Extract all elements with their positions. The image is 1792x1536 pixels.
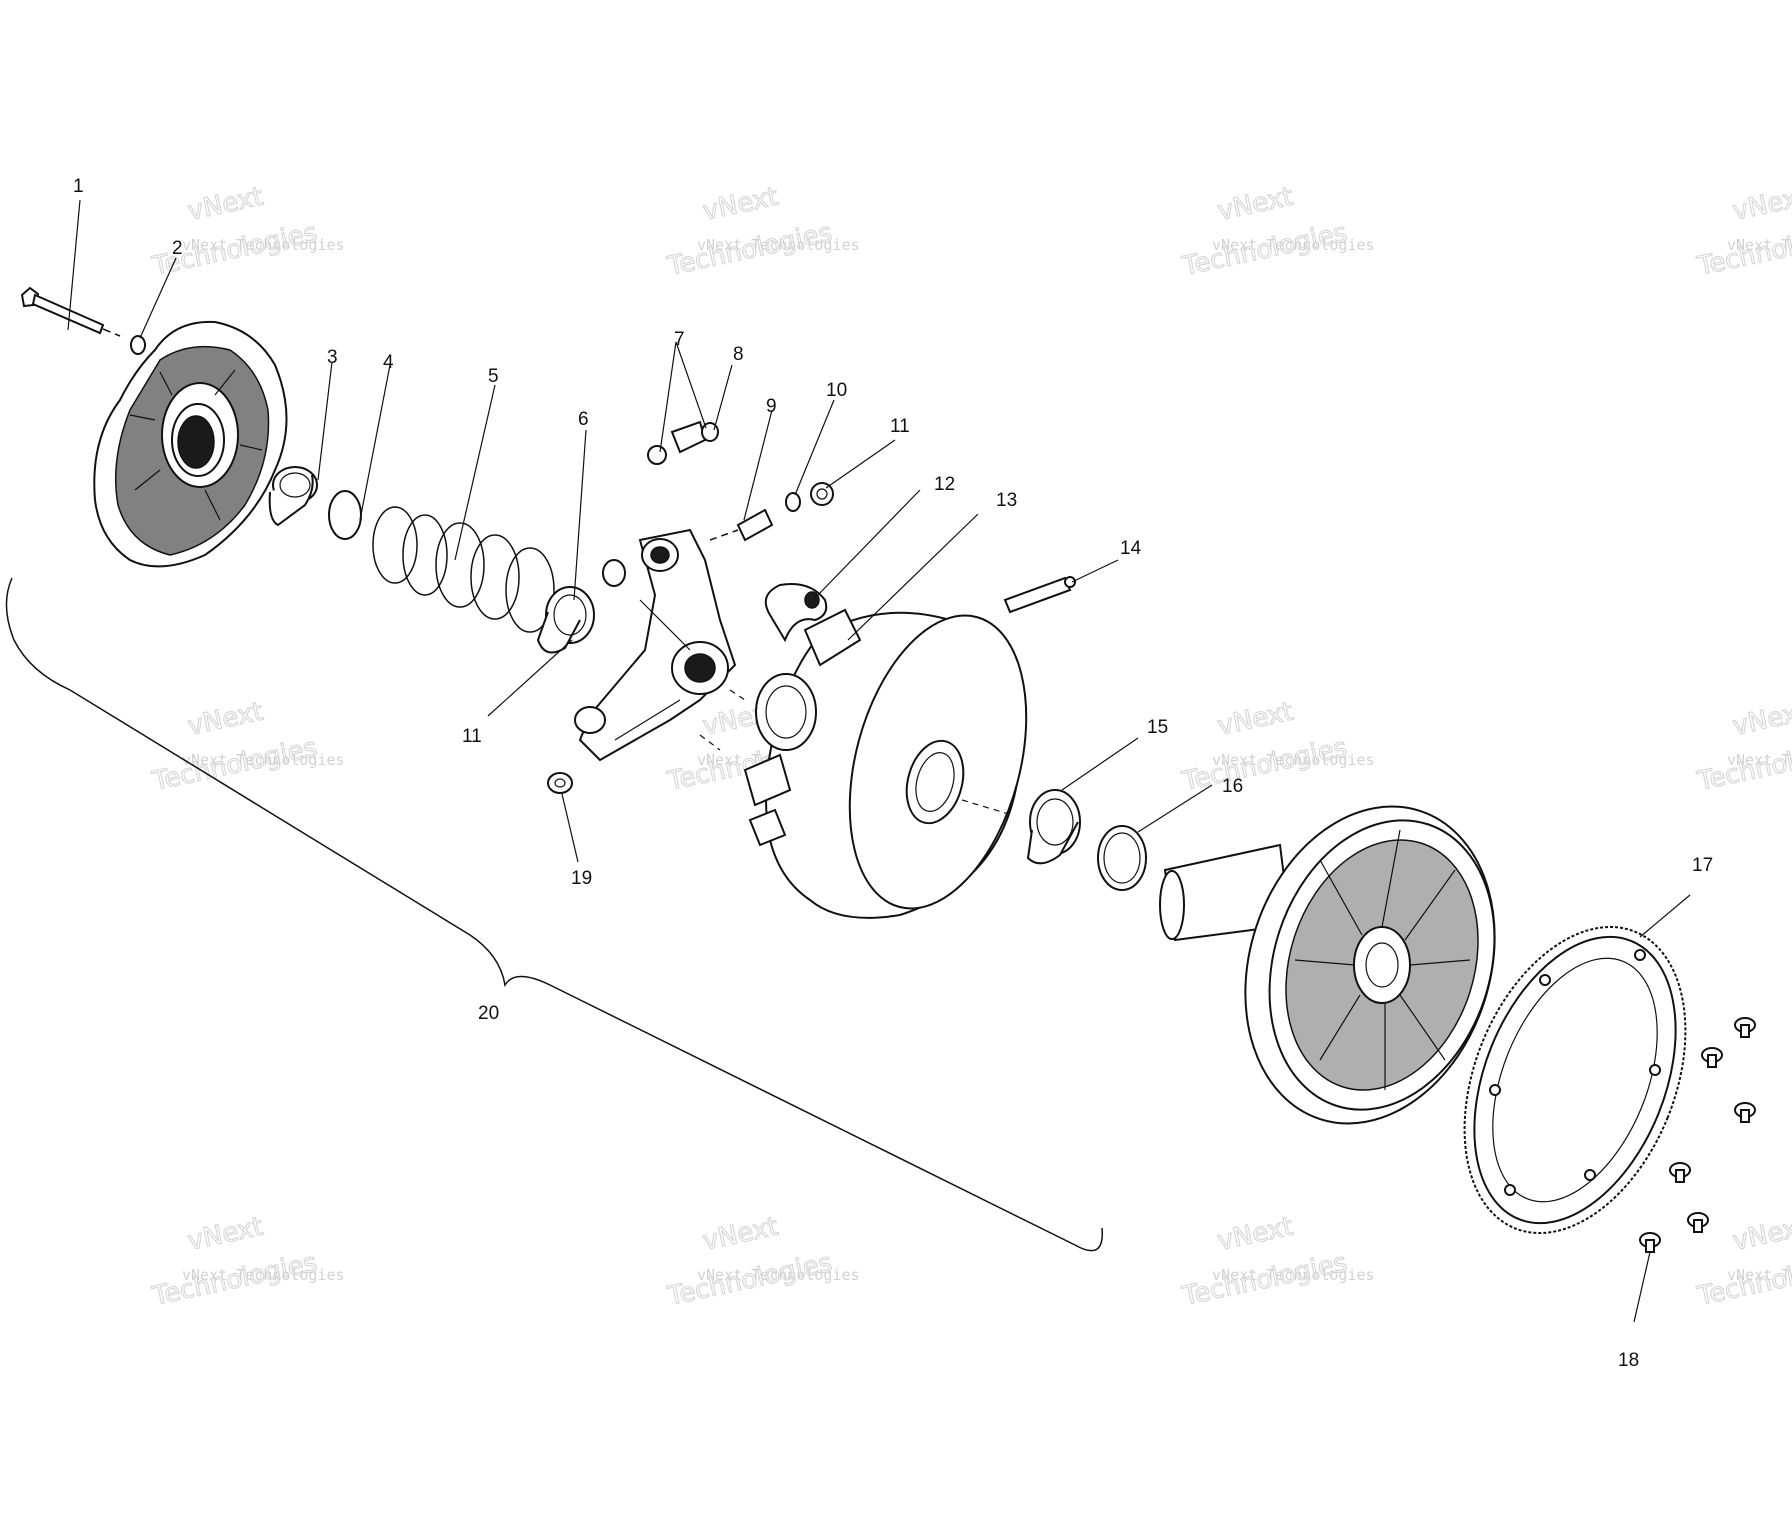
- watermark: vNext vNext Technologies Technologies: [1179, 181, 1375, 282]
- svg-text:Technologies: Technologies: [1694, 218, 1792, 282]
- part-14-pin: [1003, 576, 1076, 614]
- watermark: vNext vNext Technologies Technologies: [1694, 181, 1792, 282]
- part-1-bolt: [20, 286, 121, 337]
- callout-20: 20: [478, 1003, 499, 1024]
- part-cover-housing: [93, 320, 288, 568]
- svg-text:Technologies: Technologies: [1694, 1248, 1792, 1312]
- svg-text:vNext Technologies: vNext Technologies: [1727, 1266, 1792, 1284]
- callout-9: 9: [766, 396, 777, 417]
- watermark: vNext vNext Technologies Technologies: [149, 696, 345, 797]
- callout-12: 12: [934, 474, 955, 495]
- svg-text:vNext: vNext: [700, 182, 781, 227]
- watermark: vNext vNext Technologies Technologies: [664, 181, 860, 282]
- svg-text:Technologies: Technologies: [149, 1248, 320, 1312]
- callout-7: 7: [674, 329, 685, 350]
- watermark: vNext vNext Technologies Technologies: [149, 1211, 345, 1312]
- part-5-spring: [372, 506, 555, 633]
- svg-text:vNext: vNext: [1730, 182, 1792, 227]
- svg-text:vNext: vNext: [1215, 1212, 1296, 1257]
- assembly-brace: [5, 577, 1103, 1252]
- part-fixed-sheave: [1159, 805, 1496, 1125]
- svg-text:vNext: vNext: [1215, 697, 1296, 742]
- svg-text:vNext Technologies: vNext Technologies: [1212, 751, 1375, 769]
- watermark: vNext vNext Technologies Technologies: [1694, 1211, 1792, 1312]
- svg-text:vNext: vNext: [1730, 1212, 1792, 1257]
- part-12-roller-arm: [764, 583, 828, 643]
- leader-lines: [67, 199, 1691, 1323]
- svg-text:vNext Technologies: vNext Technologies: [1212, 1266, 1375, 1284]
- part-15-bushing: [1026, 789, 1081, 865]
- callout-8: 8: [733, 344, 744, 365]
- svg-text:vNext: vNext: [1730, 697, 1792, 742]
- watermark: vNext vNext Technologies Technologies: [1694, 696, 1792, 797]
- callout-18: 18: [1618, 1350, 1639, 1371]
- watermark: vNext vNext Technologies Technologies: [1179, 696, 1375, 797]
- svg-text:Technologies: Technologies: [1179, 733, 1350, 797]
- callout-11-upper: 11: [890, 416, 910, 437]
- part-13-moveable-sheave: [743, 608, 1028, 919]
- svg-text:vNext Technologies: vNext Technologies: [1212, 236, 1375, 254]
- callout-13: 13: [996, 490, 1017, 511]
- callout-15: 15: [1147, 717, 1168, 738]
- svg-text:vNext: vNext: [185, 697, 266, 742]
- svg-text:vNext: vNext: [700, 1212, 781, 1257]
- callout-6: 6: [578, 409, 589, 430]
- callout-1: 1: [73, 176, 84, 197]
- svg-text:Technologies: Technologies: [149, 733, 320, 797]
- svg-text:vNext Technologies: vNext Technologies: [1727, 751, 1792, 769]
- part-16-ring: [1097, 825, 1147, 891]
- svg-text:vNext: vNext: [1215, 182, 1296, 227]
- part-spider: [574, 528, 737, 762]
- svg-text:Technologies: Technologies: [664, 218, 835, 282]
- callout-3: 3: [327, 347, 338, 368]
- callout-19: 19: [571, 868, 592, 889]
- watermark: vNext vNext Technologies Technologies: [149, 181, 345, 282]
- center-lines: [699, 689, 1013, 816]
- svg-text:Technologies: Technologies: [1694, 733, 1792, 797]
- callout-5: 5: [488, 366, 499, 387]
- svg-text:Technologies: Technologies: [1179, 1248, 1350, 1312]
- svg-text:vNext Technologies: vNext Technologies: [182, 1266, 345, 1284]
- part-9-pin: [709, 508, 774, 542]
- svg-text:vNext Technologies: vNext Technologies: [182, 751, 345, 769]
- part-11-cup: [536, 586, 595, 654]
- part-6-button: [602, 559, 626, 587]
- callout-14: 14: [1120, 538, 1142, 559]
- part-18-bolts: [1639, 1017, 1756, 1253]
- part-19-nut: [547, 772, 573, 794]
- svg-text:vNext: vNext: [185, 1212, 266, 1257]
- svg-text:vNext Technologies: vNext Technologies: [1727, 236, 1792, 254]
- part-10-washer: [785, 492, 801, 512]
- watermark: vNext vNext Technologies Technologies: [664, 1211, 860, 1312]
- svg-text:vNext Technologies: vNext Technologies: [697, 1266, 860, 1284]
- part-7-8-pins: [647, 420, 719, 465]
- callout-10: 10: [826, 380, 847, 401]
- part-11-bushing: [810, 482, 834, 506]
- callout-labels: 1 2 3 4 5 6 7 8 9 10 11 11 12 13 14 15 1…: [73, 176, 1713, 1371]
- svg-text:Technologies: Technologies: [664, 1248, 835, 1312]
- part-17-ring-gear: [1463, 925, 1687, 1235]
- svg-text:Technologies: Technologies: [1179, 218, 1350, 282]
- watermark: vNext vNext Technologies Technologies: [1179, 1211, 1375, 1312]
- part-2-washer: [130, 335, 146, 355]
- callout-4: 4: [383, 352, 394, 373]
- callout-16: 16: [1222, 776, 1243, 797]
- part-4-snap-ring: [328, 490, 362, 540]
- svg-text:vNext Technologies: vNext Technologies: [182, 236, 345, 254]
- callout-11-lower: 11: [462, 726, 482, 747]
- svg-text:vNext Technologies: vNext Technologies: [697, 236, 860, 254]
- part-3-bushing: [268, 466, 318, 527]
- callout-2: 2: [172, 238, 183, 259]
- callout-17: 17: [1692, 855, 1713, 876]
- svg-text:vNext: vNext: [185, 182, 266, 227]
